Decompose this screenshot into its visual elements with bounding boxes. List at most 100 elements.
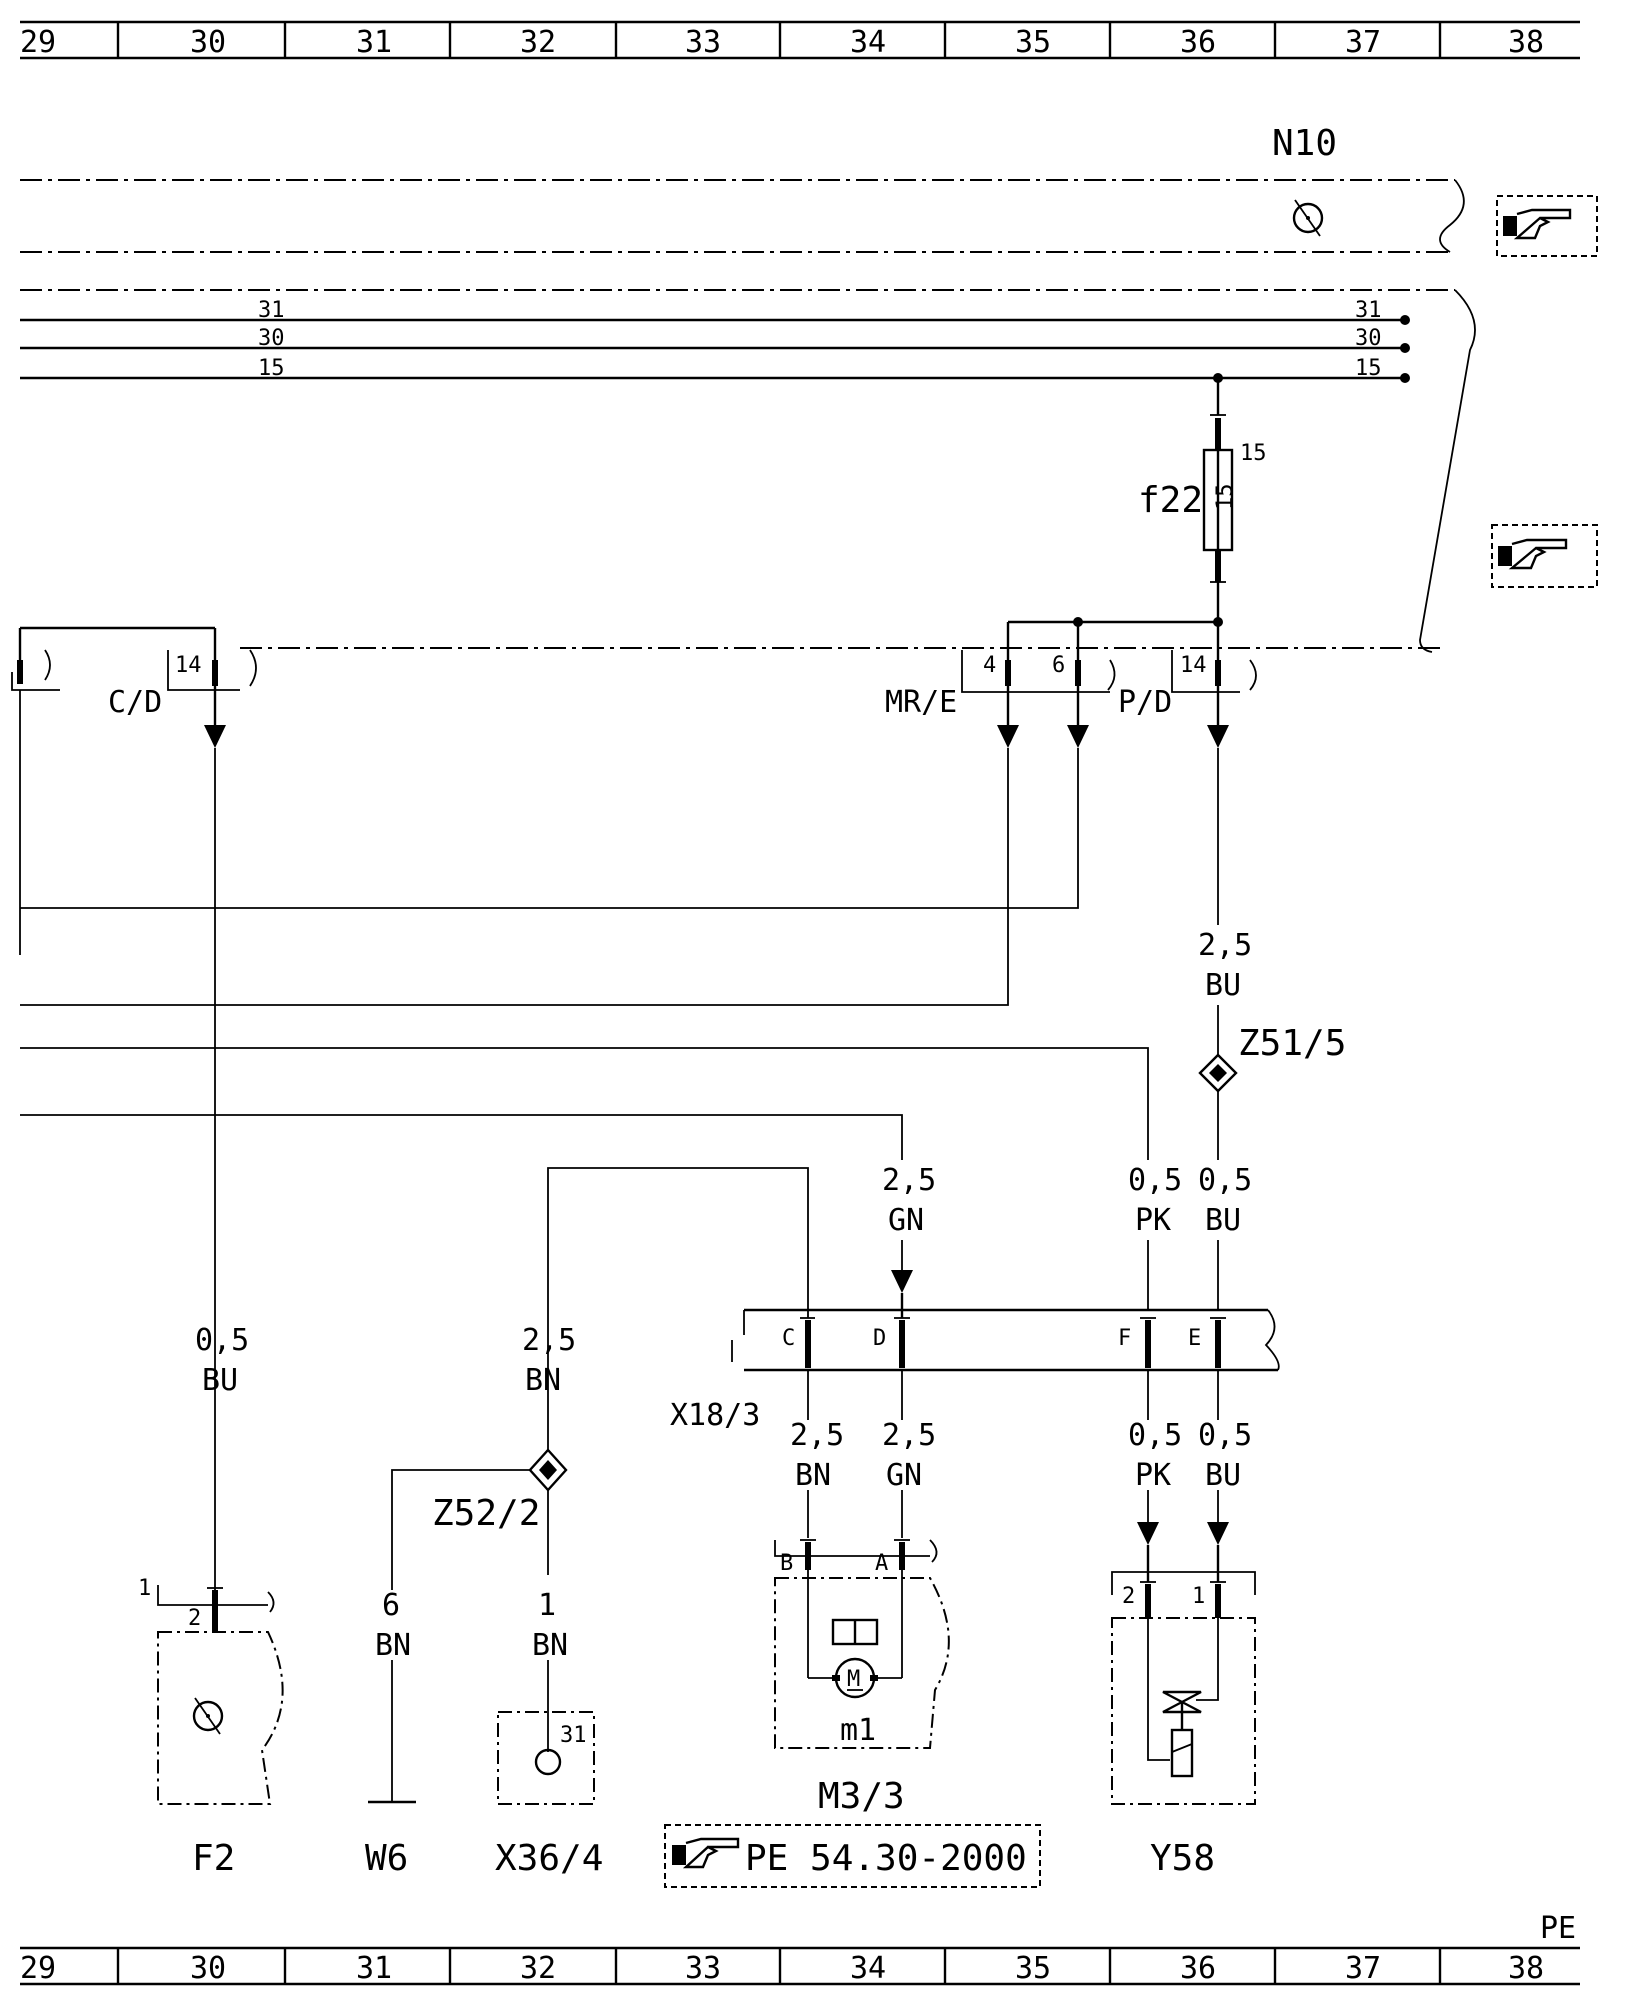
connector-x18-3: X18/3 C D F E bbox=[670, 1308, 1280, 1433]
z51-5-label: Z51/5 bbox=[1238, 1023, 1346, 1064]
splice-z52-2: Z52/2 bbox=[391, 1410, 568, 1590]
wire-bu-0-5-top: 0,5 BU bbox=[1198, 1163, 1252, 1310]
wire-color: BN bbox=[525, 1363, 561, 1398]
pin-label: 14 bbox=[1180, 653, 1207, 678]
connector-bar bbox=[11, 626, 1440, 955]
wire-bu-2-5: 2,5 BU bbox=[1198, 928, 1252, 1055]
module-f2: 0,5 BU 1 2 F2 bbox=[138, 1323, 284, 1879]
w6-label: W6 bbox=[365, 1838, 408, 1879]
n10-module: N10 bbox=[20, 123, 1598, 257]
connector-mre-label: MR/E bbox=[885, 685, 957, 720]
pin-label: F bbox=[1118, 1326, 1131, 1351]
page-code: PE bbox=[1540, 1911, 1576, 1946]
connector-x18-3-label: X18/3 bbox=[670, 1398, 760, 1433]
grid-col: 34 bbox=[850, 1951, 886, 1986]
grid-ruler-top: 29 30 31 32 33 34 35 36 37 38 bbox=[20, 20, 1580, 60]
connector-cd: 14 C/D bbox=[108, 628, 257, 1590]
m3-3-label: M3/3 bbox=[818, 1776, 905, 1817]
grid-col: 37 bbox=[1345, 1951, 1381, 1986]
pin-label: 2 bbox=[1122, 1584, 1135, 1609]
fuse-rating: 15 bbox=[1213, 484, 1238, 511]
power-buses: 31 30 15 31 30 15 bbox=[20, 289, 1598, 653]
pin-label: 2 bbox=[188, 1606, 201, 1631]
grid-col: 29 bbox=[20, 1951, 56, 1986]
bus-label-30: 30 bbox=[1355, 326, 1382, 351]
ground-w6: 6 BN W6 bbox=[365, 1588, 416, 1879]
wire-size: 0,5 bbox=[195, 1323, 249, 1358]
pin-label: 6 bbox=[1052, 653, 1065, 678]
wire-size: 2,5 bbox=[522, 1323, 576, 1358]
connector-cd-label: C/D bbox=[108, 685, 162, 720]
reference-hand-icon bbox=[672, 1837, 740, 1869]
grid-col: 38 bbox=[1508, 25, 1544, 60]
reference-box: PE 54.30-2000 bbox=[664, 1824, 1041, 1888]
pin-label: B bbox=[780, 1551, 793, 1576]
pin-label: C bbox=[782, 1326, 795, 1351]
grid-col: 30 bbox=[190, 25, 226, 60]
wire-size: 2,5 bbox=[882, 1418, 936, 1453]
reference-hand-icon bbox=[1496, 195, 1598, 257]
grid-ruler-bottom: PE 29 30 31 32 33 34 35 36 37 38 bbox=[20, 1911, 1580, 1986]
f22-label: f22 bbox=[1138, 480, 1203, 521]
fuse-pin: 15 bbox=[1240, 441, 1267, 466]
module-m3-3: 2,5 BN 2,5 GN B A M m1 M3/3 bbox=[774, 1370, 950, 1817]
wire-color: PK bbox=[1135, 1203, 1171, 1238]
reference-hand-icon bbox=[1491, 524, 1598, 588]
motor-icon: M bbox=[831, 1618, 879, 1699]
wire-color: BU bbox=[1205, 968, 1241, 1003]
reference-code: PE 54.30-2000 bbox=[745, 1838, 1027, 1879]
wire-color: GN bbox=[886, 1458, 922, 1493]
grid-col: 35 bbox=[1015, 1951, 1051, 1986]
wire-bn-top: 2,5 BN bbox=[522, 1167, 809, 1410]
n10-label: N10 bbox=[1272, 123, 1337, 164]
pin-label: A bbox=[875, 1551, 888, 1576]
m1-label: m1 bbox=[840, 1713, 876, 1748]
pin-label: 31 bbox=[560, 1723, 587, 1748]
grid-col: 29 bbox=[20, 25, 56, 60]
wire-color: PK bbox=[1135, 1458, 1171, 1493]
ground-x36-4: 1 BN 31 X36/4 bbox=[495, 1588, 603, 1879]
pin-label: E bbox=[1188, 1326, 1201, 1351]
wire-gn-top: 2,5 GN bbox=[20, 1114, 936, 1318]
pin-label: 14 bbox=[175, 653, 202, 678]
f2-label: F2 bbox=[192, 1838, 235, 1879]
grid-col: 34 bbox=[850, 25, 886, 60]
wire-color: BN bbox=[532, 1628, 568, 1663]
control-unit-icon bbox=[192, 1697, 224, 1735]
wire-color: BU bbox=[202, 1363, 238, 1398]
bus-label-15: 15 bbox=[1355, 356, 1382, 381]
pin-label: D bbox=[873, 1326, 886, 1351]
pin-label: 4 bbox=[983, 653, 996, 678]
connector-pd-label: P/D bbox=[1118, 685, 1172, 720]
grid-col: 30 bbox=[190, 1951, 226, 1986]
y58-label: Y58 bbox=[1150, 1838, 1215, 1879]
splice-z51-5: Z51/5 bbox=[1198, 1023, 1346, 1160]
pin-label: 1 bbox=[138, 1576, 151, 1601]
grid-col: 31 bbox=[356, 25, 392, 60]
z52-2-label: Z52/2 bbox=[432, 1493, 540, 1534]
grid-col: 32 bbox=[520, 1951, 556, 1986]
grid-col: 35 bbox=[1015, 25, 1051, 60]
pin-label: 1 bbox=[1192, 1584, 1205, 1609]
wire-size: 2,5 bbox=[882, 1163, 936, 1198]
bus-label-31: 31 bbox=[1355, 298, 1382, 323]
wire-size: 2,5 bbox=[790, 1418, 844, 1453]
wire-color: BN bbox=[375, 1628, 411, 1663]
module-y58: 0,5 PK 0,5 BU 2 1 Y58 bbox=[1111, 1370, 1256, 1879]
wire-size: 0,5 bbox=[1198, 1418, 1252, 1453]
wire-color: BN bbox=[795, 1458, 831, 1493]
wire-size: 0,5 bbox=[1128, 1418, 1182, 1453]
wire-size: 6 bbox=[382, 1588, 400, 1623]
connector-mre-pd: 4 MR/E 6 P/D 14 bbox=[20, 617, 1257, 1006]
bus-label-30: 30 bbox=[258, 326, 285, 351]
control-unit-icon bbox=[1292, 199, 1324, 237]
bus-label-31: 31 bbox=[258, 298, 285, 323]
wire-size: 0,5 bbox=[1128, 1163, 1182, 1198]
grid-col: 33 bbox=[685, 1951, 721, 1986]
wire-size: 2,5 bbox=[1198, 928, 1252, 963]
wire-pk-top: 0,5 PK bbox=[20, 1047, 1182, 1310]
grid-col: 38 bbox=[1508, 1951, 1544, 1986]
grid-col: 37 bbox=[1345, 25, 1381, 60]
grid-col: 36 bbox=[1180, 1951, 1216, 1986]
